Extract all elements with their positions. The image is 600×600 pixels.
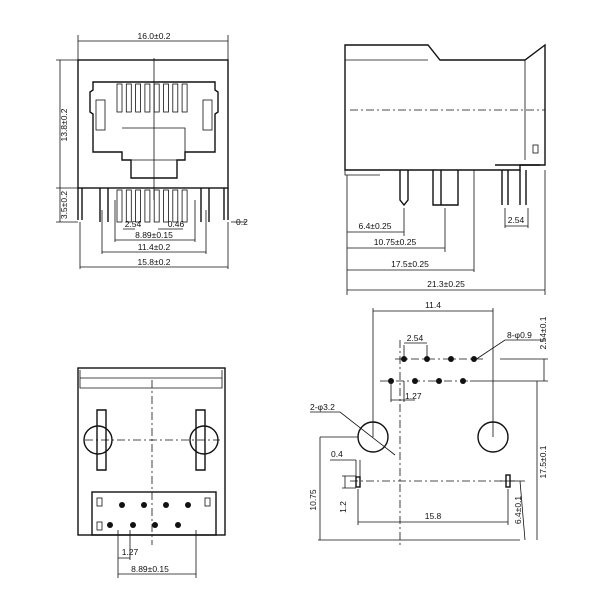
bottom-pins: [107, 502, 191, 528]
dim-fp-post-span: 11.4: [425, 300, 441, 310]
side-post: [399, 170, 409, 207]
dim-lead-span: 15.8: [425, 511, 442, 521]
dim-side-pitch: 2.54: [508, 215, 525, 225]
bottom-pin: [185, 502, 191, 508]
dim-d3: 17.5±0.25: [391, 259, 429, 269]
side-pins: [495, 164, 540, 205]
front-pin: [181, 189, 188, 223]
front-pin: [172, 189, 179, 223]
dim-fp-pitch: 2.54: [407, 333, 424, 343]
bottom-view: 1.27 8.89±0.15: [77, 367, 226, 578]
front-view: 16.0±0.2 13.8±0.2 3.5±0.2 2.54 0.46 8.89…: [56, 31, 248, 269]
right-lead-slot: [505, 474, 511, 488]
contact-finger: [153, 83, 160, 113]
front-body-outline: [77, 59, 229, 189]
dim-height: 13.8±0.2: [59, 108, 69, 141]
left-led-window: [95, 99, 106, 131]
dim-row-spacing: 2.54±0.1: [538, 316, 548, 349]
latch-recess: [122, 127, 186, 161]
dim-pin-height: 3.5±0.2: [59, 191, 69, 220]
side-body-outline: [344, 43, 546, 171]
signal-holes: [388, 356, 477, 384]
signal-hole: [471, 356, 477, 362]
contact-finger: [135, 83, 142, 113]
signal-hole: [424, 356, 430, 362]
front-pin: [153, 189, 160, 223]
contact-finger: [172, 83, 179, 113]
side-led: [432, 170, 459, 206]
left-lead-slot: [355, 476, 361, 488]
contact-finger: [163, 83, 169, 113]
side-tab: [532, 144, 539, 154]
dim-bottom-span: 8.89±0.15: [131, 564, 169, 574]
front-pin: [163, 189, 169, 223]
front-pin: [116, 189, 123, 223]
dim-pitch: 2.54: [125, 219, 142, 229]
bottom-body-outline: [77, 367, 226, 536]
front-pins: [116, 189, 188, 223]
contact-finger: [116, 83, 123, 113]
bottom-pin: [141, 502, 147, 508]
bottom-pin: [130, 522, 136, 528]
front-pin: [135, 189, 142, 223]
label-post-holes: 2-φ3.2: [310, 402, 335, 412]
contact-finger: [181, 83, 188, 113]
bottom-pin: [119, 502, 125, 508]
pin-block: [91, 491, 217, 536]
signal-hole: [448, 356, 454, 362]
bottom-posts: [96, 409, 206, 471]
dim-slot-width: 0.4: [331, 449, 343, 459]
bottom-pin: [152, 522, 158, 528]
dim-width-bottom: 15.8±0.2: [137, 257, 170, 267]
bottom-pin: [163, 502, 169, 508]
dim-d1: 6.4±0.25: [358, 221, 391, 231]
signal-hole: [436, 378, 442, 384]
left-post-hole: [357, 421, 389, 453]
mounting-posts: [77, 188, 229, 222]
dim-width-top: 16.0±0.2: [137, 31, 170, 41]
dim-d4: 21.3±0.25: [427, 279, 465, 289]
right-led-window: [202, 99, 213, 131]
dim-lead-offset: 6.4±0.1: [513, 496, 523, 525]
pcb-footprint: 11.4 2.54 8-φ0.9 2.54±0.1 1.27 2-φ3.2 0.…: [308, 300, 548, 545]
dim-post-span: 11.4±0.2: [138, 242, 171, 252]
dim-pin-width: 0.46: [168, 219, 185, 229]
dim-row-offset: 1.27: [405, 391, 422, 401]
dim-pin-span: 8.89±0.15: [135, 230, 173, 240]
signal-hole: [388, 378, 394, 384]
right-post-hole: [477, 421, 509, 453]
contact-finger: [125, 83, 132, 113]
dim-d2: 10.75±0.25: [374, 237, 417, 247]
contact-fingers: [116, 83, 188, 113]
label-signal-holes: 8-φ0.9: [507, 330, 532, 340]
side-view: 6.4±0.25 10.75±0.25 17.5±0.25 21.3±0.25 …: [344, 43, 546, 295]
front-pin: [144, 189, 151, 223]
contact-finger: [144, 83, 151, 113]
signal-hole: [401, 356, 407, 362]
signal-hole: [412, 378, 418, 384]
front-pin: [125, 189, 132, 223]
dim-slot-length: 1.2: [338, 501, 348, 513]
signal-hole: [460, 378, 466, 384]
dim-fp-height-right: 17.5±0.1: [538, 445, 548, 478]
dim-offset: 0.2: [236, 217, 248, 227]
dim-fp-height-left: 10.75: [308, 489, 318, 511]
dim-bottom-pitch: 1.27: [122, 547, 139, 557]
bottom-pin: [175, 522, 181, 528]
bottom-pin: [107, 522, 113, 528]
